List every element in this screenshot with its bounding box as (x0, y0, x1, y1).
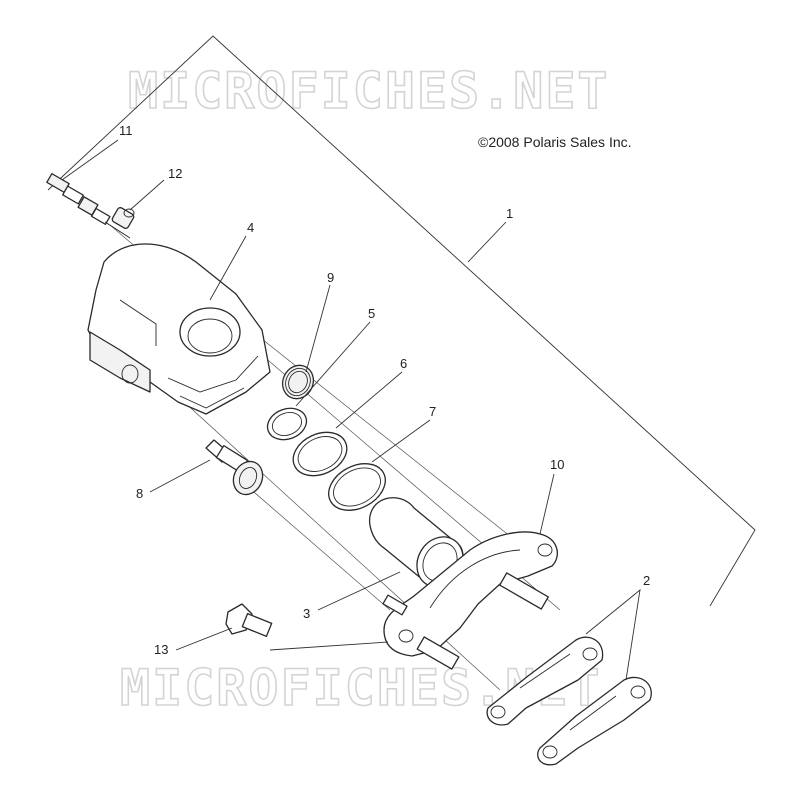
callout-13: 13 (154, 642, 168, 657)
caliper-bracket (382, 531, 558, 670)
leader-7 (371, 419, 431, 463)
piston-seal-small (266, 407, 308, 441)
leader-13-b (269, 641, 389, 651)
leader-11 (61, 139, 119, 181)
callout-7: 7 (429, 404, 436, 419)
caliper-body (87, 243, 271, 415)
callout-10: 10 (550, 457, 564, 472)
callout-3: 3 (303, 606, 310, 621)
callout-8: 8 (136, 486, 143, 501)
leader-4 (209, 235, 247, 301)
leader-1 (467, 221, 507, 263)
brake-pad-outer (486, 636, 604, 726)
leader-12 (129, 179, 165, 211)
callout-4: 4 (247, 220, 254, 235)
leader-10 (539, 473, 555, 535)
slide-pin (205, 439, 264, 496)
callout-9: 9 (327, 270, 334, 285)
leader-9 (305, 284, 331, 373)
leader-2 (585, 588, 641, 681)
leader-5 (295, 321, 371, 407)
leader-13 (175, 627, 233, 651)
callout-5: 5 (368, 306, 375, 321)
callout-12: 12 (168, 166, 182, 181)
dust-seal (328, 463, 386, 511)
callout-6: 6 (400, 356, 407, 371)
dust-boot (281, 364, 315, 400)
leader-3 (317, 571, 401, 611)
copyright-text: ©2008 Polaris Sales Inc. (478, 134, 632, 150)
leader-8 (149, 459, 211, 493)
mounting-bolt (225, 603, 273, 638)
piston-seal (292, 431, 348, 477)
callout-2: 2 (643, 573, 650, 588)
bleeder-cap (111, 207, 135, 229)
callout-11: 11 (119, 123, 133, 138)
brake-pad-inner (537, 676, 652, 766)
callout-1: 1 (506, 206, 513, 221)
assembly-bracket (47, 35, 756, 607)
axis-line-b (159, 379, 501, 691)
watermark-top: MICROFICHES.NET (128, 62, 610, 120)
leader-6 (335, 371, 403, 429)
bleeder-fitting (46, 173, 131, 239)
